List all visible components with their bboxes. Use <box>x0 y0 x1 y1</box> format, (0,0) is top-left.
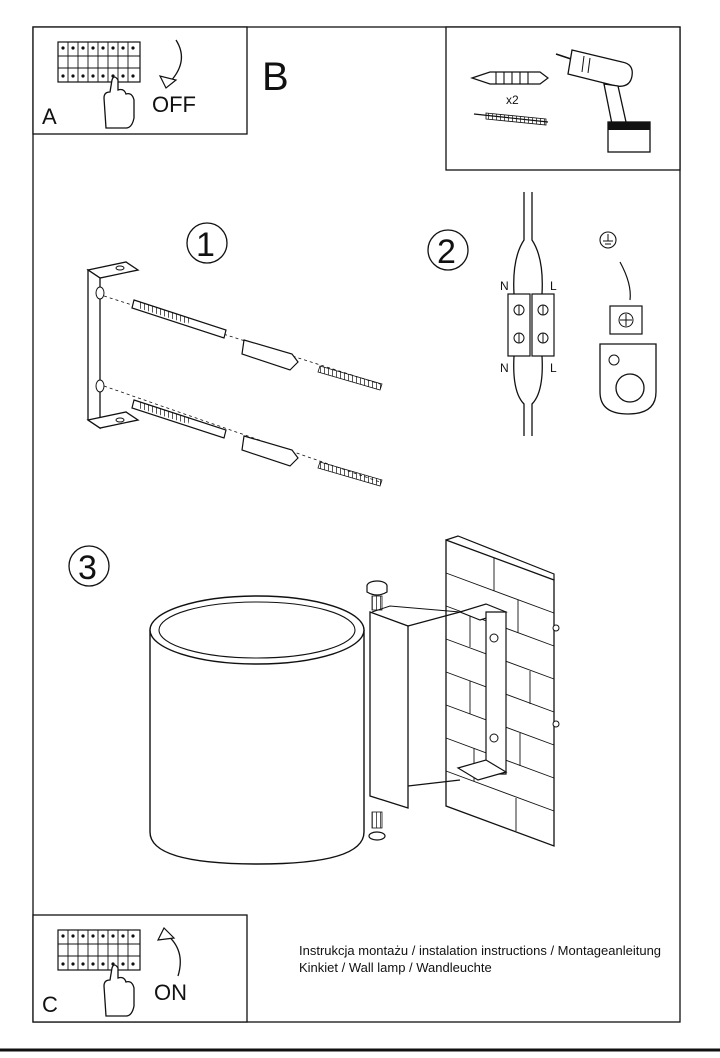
top-screw-icon <box>366 580 388 611</box>
label-l-bottom: L <box>550 361 557 375</box>
bolt-assembly-lower <box>103 385 383 487</box>
step-2-number: 2 <box>437 233 456 271</box>
panel-a-letter: A <box>42 104 57 129</box>
page-frame <box>32 26 681 1023</box>
lamp-body <box>149 595 365 865</box>
terminal-block <box>507 192 555 436</box>
panel-b-letter: B <box>262 55 289 99</box>
mounting-bracket <box>86 261 140 430</box>
step-3: 3 <box>68 535 560 865</box>
step-2: 2 N L N L <box>427 192 657 436</box>
label-l-top: L <box>550 279 557 293</box>
quantity-label: x2 <box>506 93 519 107</box>
bolt-assembly-upper <box>103 295 383 391</box>
step-1: 1 <box>86 222 383 487</box>
panel-c-letter: C <box>42 992 58 1017</box>
screw-icon <box>473 112 549 126</box>
breaker-panel-icon <box>57 929 141 971</box>
ground-terminal <box>599 231 657 415</box>
drill-icon <box>555 49 651 153</box>
caption-line-2: Kinkiet / Wall lamp / Wandleuchte <box>299 960 492 975</box>
step-1-number: 1 <box>196 226 215 264</box>
on-label: ON <box>154 980 187 1005</box>
panel-a: A OFF <box>32 26 248 135</box>
label-n-bottom: N <box>500 361 509 375</box>
hand-icon <box>103 964 135 1017</box>
tools-panel: x2 <box>445 26 681 171</box>
wall-plug-icon <box>470 71 549 85</box>
caption-line-1: Instrukcja montażu / instalation instruc… <box>299 943 661 958</box>
hand-icon <box>103 76 135 129</box>
panel-c: C ON <box>32 914 248 1023</box>
step-3-number: 3 <box>78 549 97 587</box>
breaker-panel-icon <box>57 41 141 83</box>
lamp-mount-block <box>369 605 461 809</box>
wall-bracket <box>456 603 508 781</box>
bottom-screw-icon <box>368 811 386 841</box>
label-n-top: N <box>500 279 509 293</box>
off-label: OFF <box>152 92 196 117</box>
